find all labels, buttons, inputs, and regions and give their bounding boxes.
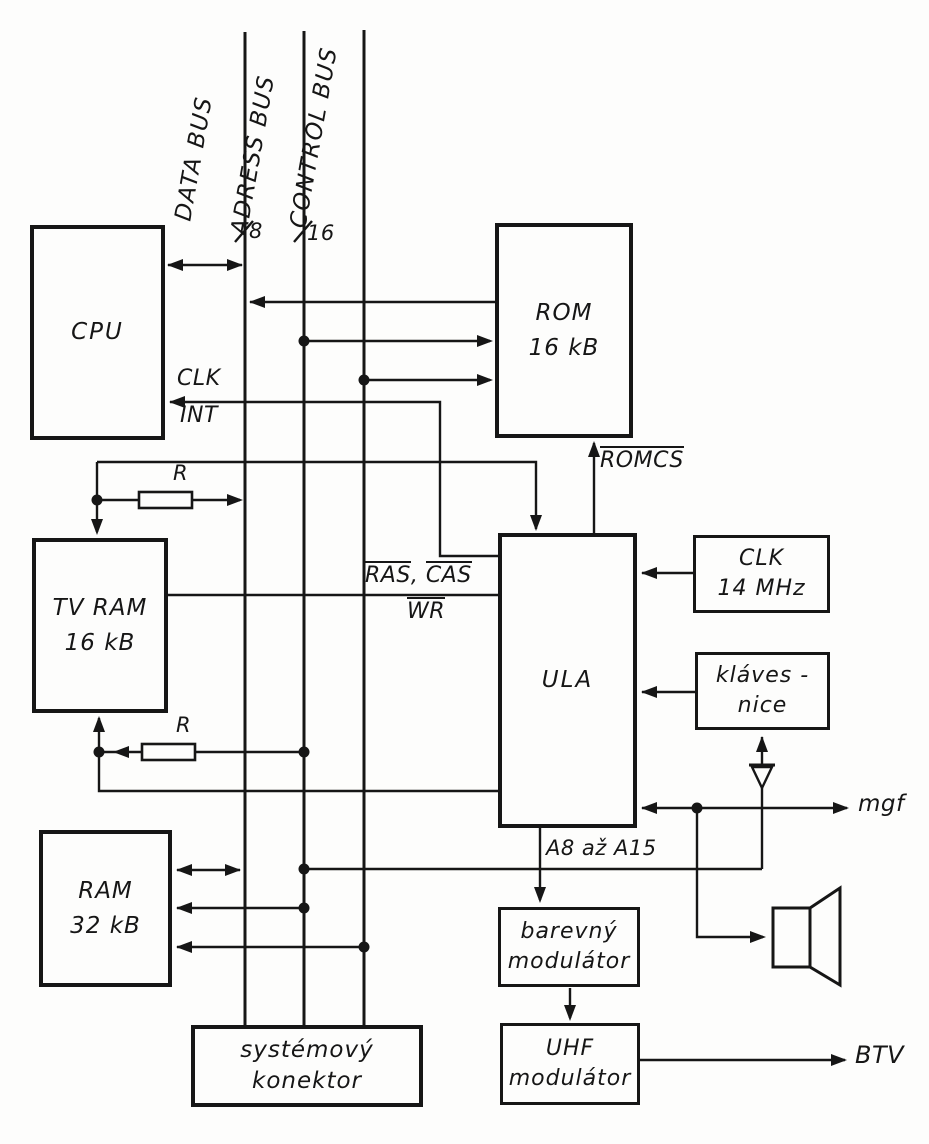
keyboard-label-line1: kláves - <box>715 663 810 689</box>
cpu-block: CPU <box>30 225 165 440</box>
clk-signal-label: CLK <box>177 366 221 391</box>
resistor-bottom-label: R <box>176 713 192 737</box>
resistor-top-symbol <box>137 490 194 510</box>
tv-ram-block: TV RAM 16 kB <box>32 538 168 713</box>
tv-ram-label: TV RAM <box>52 595 148 621</box>
rom-block: ROM 16 kB <box>495 223 633 438</box>
resistor-top-label: R <box>173 461 189 485</box>
ras-cas-signal-label: RAS, CAS <box>365 560 472 588</box>
address-bus-width-tick <box>293 220 313 243</box>
ras-label: RAS <box>365 560 411 588</box>
romcs-signal-label: ROMCS <box>600 446 684 473</box>
ras-cas-separator: , <box>410 562 419 588</box>
address-bus-width-label: 16 <box>307 221 335 245</box>
arrowheads <box>91 259 849 1066</box>
tvram-ula-top-wire <box>97 460 538 529</box>
diode-symbol <box>749 763 775 791</box>
ram-size-label: 32 kB <box>70 912 141 939</box>
data-bus-width-label: 8 <box>249 219 263 243</box>
ula-cpu-clk-int-wire <box>170 400 498 558</box>
uhf-modulator-label-line2: modulátor <box>508 1066 632 1091</box>
clock-label: CLK <box>738 546 785 572</box>
cas-label: CAS <box>425 560 472 588</box>
uhf-modulator-label-line1: UHF <box>545 1036 595 1062</box>
tvram-junction-ula-wire <box>97 752 498 793</box>
uhf-modulator-block: UHF modulátor <box>500 1023 640 1105</box>
data-bus-width-tick <box>234 220 254 243</box>
resistor-bottom-symbol <box>140 742 197 762</box>
color-modulator-label-line1: barevný <box>520 919 618 945</box>
system-connector-label-line1: systémový <box>240 1036 374 1063</box>
int-signal-label: INT <box>180 403 218 428</box>
ula-label: ULA <box>541 667 594 694</box>
rom-label: ROM <box>535 300 593 326</box>
junction-dots <box>91 335 703 953</box>
clock-block: CLK 14 MHz <box>693 535 830 613</box>
color-modulator-block: barevný modulátor <box>498 907 640 987</box>
keyboard-block: kláves - nice <box>695 652 830 730</box>
ram-block: RAM 32 kB <box>39 830 172 987</box>
system-connector-label-line2: konektor <box>252 1068 362 1094</box>
a8-a15-signal-label: A8 až A15 <box>546 836 657 860</box>
mgf-speaker-wire <box>695 808 763 939</box>
wr-signal-label: WR <box>407 597 446 624</box>
keyboard-label-line2: nice <box>737 693 788 718</box>
btv-output-label: BTV <box>855 1041 905 1069</box>
speaker-icon <box>771 885 842 988</box>
tv-ram-size-label: 16 kB <box>64 629 136 656</box>
mgf-output-label: mgf <box>858 791 905 817</box>
clock-freq-label: 14 MHz <box>717 576 806 601</box>
rom-size-label: 16 kB <box>528 334 600 361</box>
cpu-label: CPU <box>71 319 124 346</box>
color-modulator-label-line2: modulátor <box>507 949 631 974</box>
ram-label: RAM <box>78 878 133 904</box>
system-connector-block: systémový konektor <box>191 1025 423 1107</box>
ula-block: ULA <box>498 533 637 828</box>
